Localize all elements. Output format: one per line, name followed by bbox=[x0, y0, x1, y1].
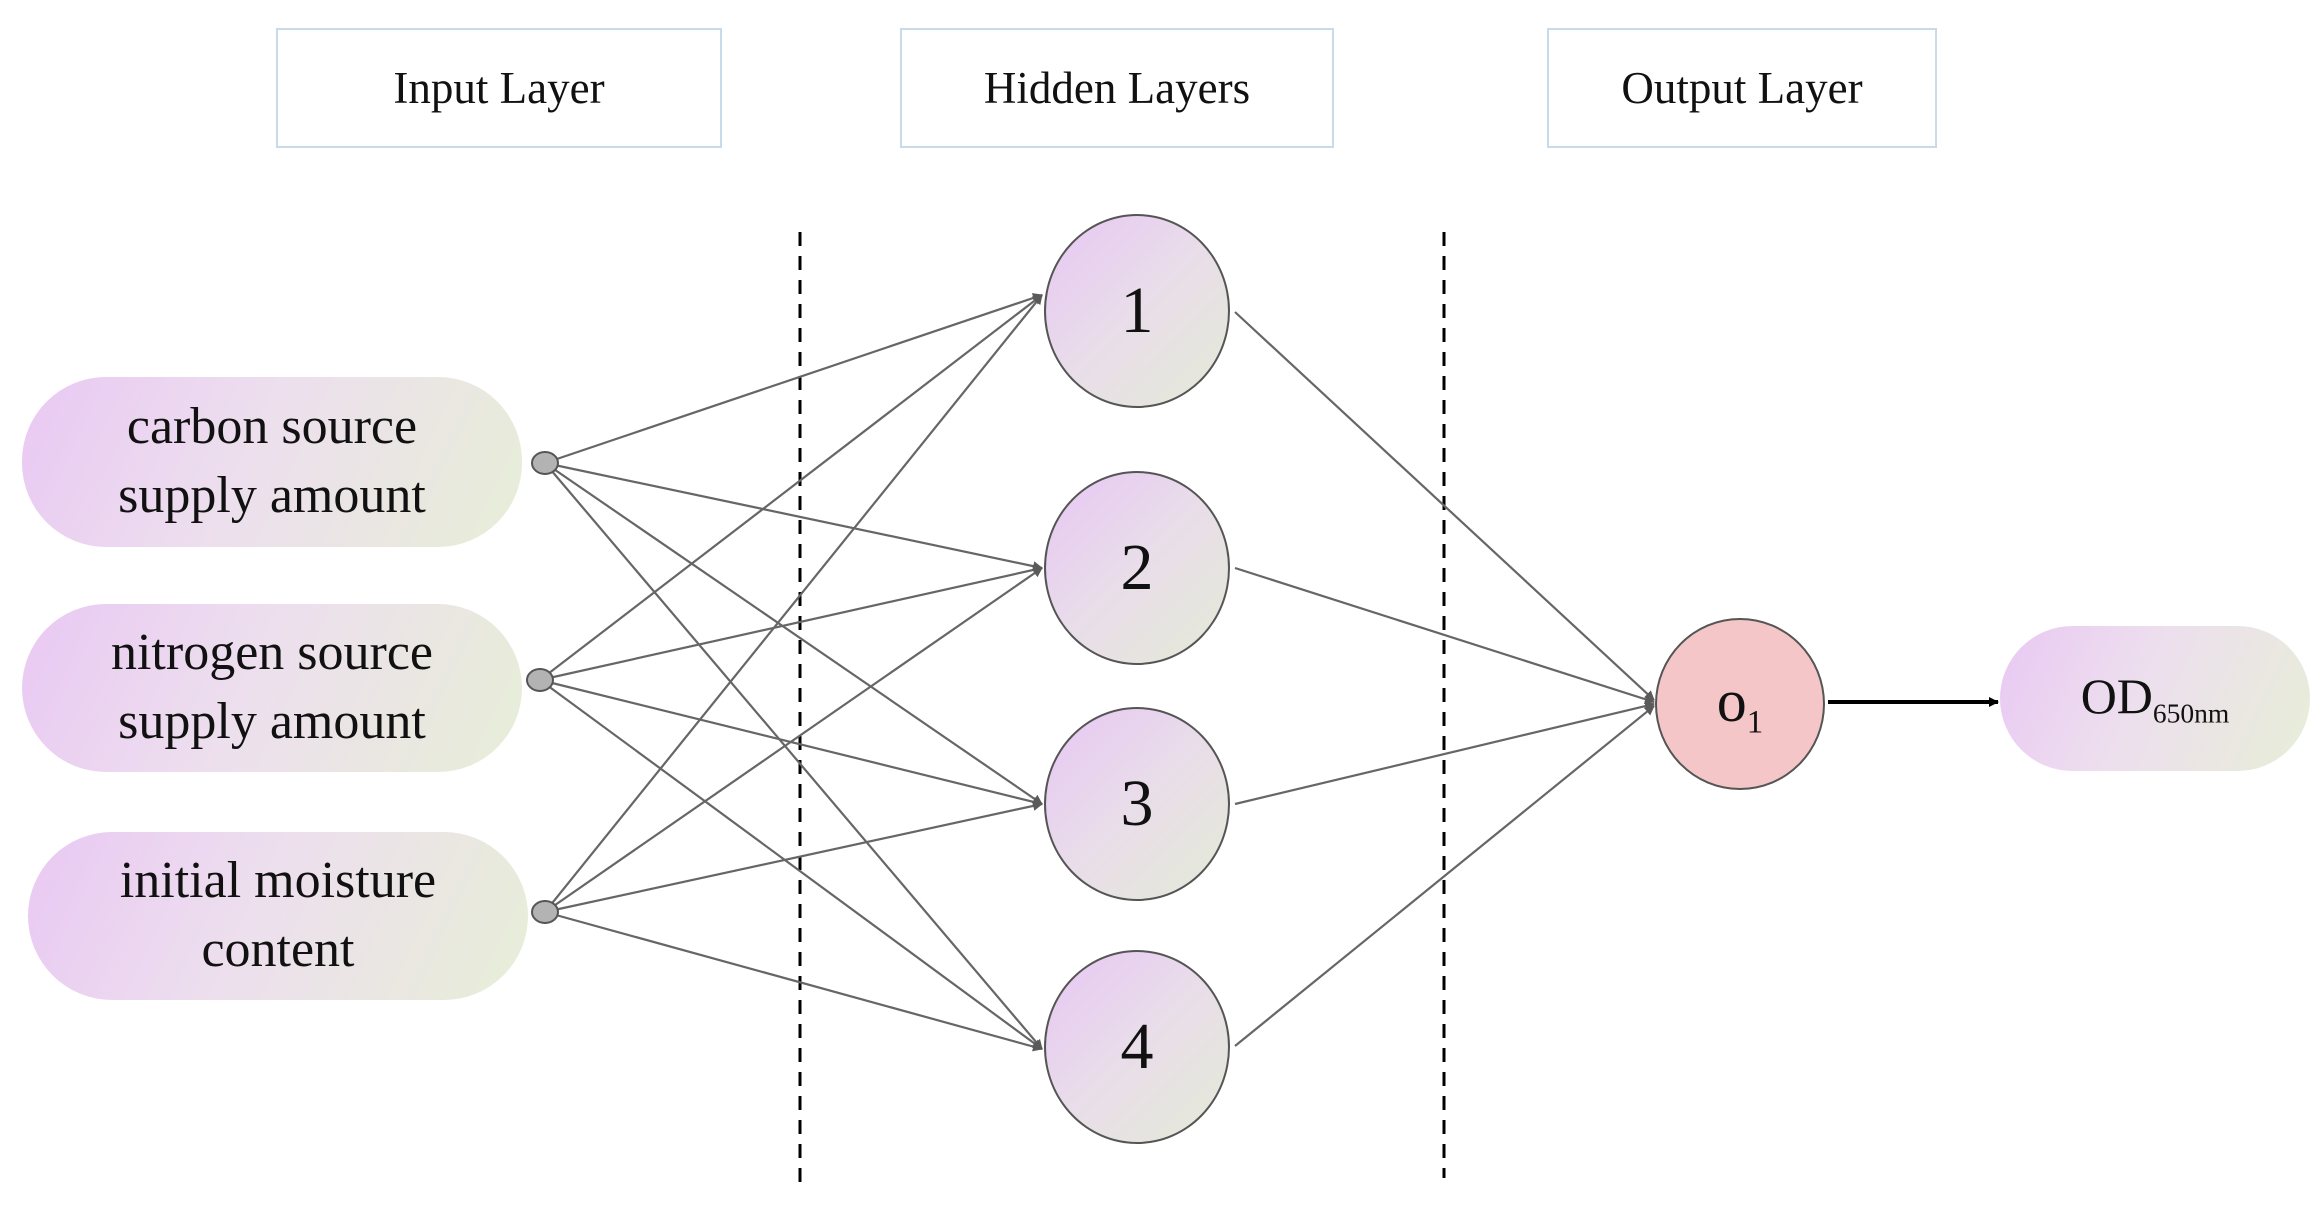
hidden-node-2: 2 bbox=[1044, 471, 1230, 665]
hidden-node-label: 2 bbox=[1120, 531, 1154, 604]
input-port-2 bbox=[526, 668, 554, 692]
hidden-node-label: 3 bbox=[1120, 767, 1154, 840]
edge-input3-hidden2 bbox=[544, 567, 1043, 913]
hidden-layers-title: Hidden Layers bbox=[983, 63, 1251, 113]
input-label-line2: content bbox=[201, 921, 355, 978]
input-port-1 bbox=[531, 451, 559, 475]
edge-hidden3-output bbox=[1234, 701, 1655, 806]
output-result-label: OD650nm bbox=[2081, 667, 2230, 730]
edge-input3-hidden3 bbox=[544, 801, 1043, 914]
input-layer-header: Input Layer bbox=[276, 28, 722, 148]
input-label-line2: supply amount bbox=[118, 467, 426, 524]
output-node-letter: o bbox=[1716, 667, 1747, 734]
output-node-o1: o1 bbox=[1655, 618, 1825, 790]
hidden-layers-header: Hidden Layers bbox=[900, 28, 1334, 148]
output-node-subscript: 1 bbox=[1746, 704, 1764, 741]
input-label-line1: initial moisture bbox=[119, 852, 437, 910]
input-port-3 bbox=[531, 900, 559, 924]
edge-input1-hidden1 bbox=[544, 293, 1043, 465]
input-label-line2: supply amount bbox=[118, 693, 426, 750]
edge-hidden1-output bbox=[1234, 311, 1655, 701]
input-label-line1: carbon source bbox=[126, 398, 418, 456]
input-label-line1: nitrogen source bbox=[110, 624, 433, 682]
output-result-subscript: 650nm bbox=[2152, 697, 2230, 729]
edge-hidden2-output bbox=[1234, 566, 1655, 705]
edge-input3-hidden1 bbox=[544, 294, 1043, 913]
output-layer-title: Output Layer bbox=[1621, 63, 1863, 113]
edge-input3-hidden4 bbox=[544, 910, 1043, 1052]
edge-input2-hidden2 bbox=[539, 565, 1043, 682]
hidden-node-label: 4 bbox=[1120, 1010, 1154, 1083]
output-layer-header: Output Layer bbox=[1547, 28, 1937, 148]
hidden-node-label: 1 bbox=[1120, 274, 1154, 347]
edge-input2-hidden1 bbox=[539, 294, 1043, 681]
edge-input2-hidden4 bbox=[539, 679, 1043, 1050]
output-result: OD650nm bbox=[2000, 626, 2310, 771]
edge-input1-hidden3 bbox=[544, 462, 1043, 805]
input-node-carbon: carbon source supply amount bbox=[22, 377, 522, 547]
edge-input1-hidden4 bbox=[544, 462, 1043, 1050]
input-node-moisture: initial moisture content bbox=[28, 832, 528, 1000]
output-result-main: OD bbox=[2080, 668, 2153, 725]
output-node-label: o1 bbox=[1717, 667, 1764, 742]
input-layer-title: Input Layer bbox=[393, 63, 605, 113]
edge-input1-hidden2 bbox=[544, 461, 1043, 572]
hidden-node-4: 4 bbox=[1044, 950, 1230, 1144]
hidden-node-3: 3 bbox=[1044, 707, 1230, 901]
hidden-node-1: 1 bbox=[1044, 214, 1230, 408]
edge-hidden4-output bbox=[1234, 705, 1655, 1047]
input-node-nitrogen: nitrogen source supply amount bbox=[22, 604, 522, 772]
